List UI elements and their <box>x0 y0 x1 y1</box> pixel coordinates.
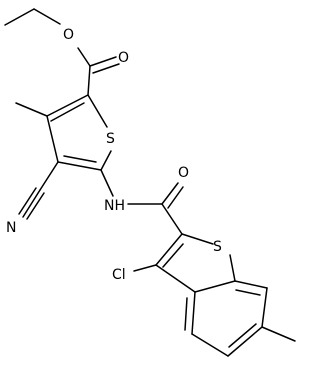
bond-amide-c-ring <box>161 203 183 235</box>
bond-cn-triple-2 <box>18 187 37 215</box>
bond-c2-c3-inner <box>50 102 85 122</box>
bond-c3-c4 <box>46 115 59 163</box>
atom-benzothiophene-s: S <box>213 239 222 255</box>
bond-c2-c3 <box>46 94 89 117</box>
bond-c5-c6 <box>227 326 263 357</box>
bond-c4-c5 <box>57 161 102 171</box>
bond-s-c2 <box>87 94 108 128</box>
bond-methyl <box>15 102 48 117</box>
atom-amide-nh: NH <box>104 198 125 214</box>
bond-c4-c5-benz <box>191 333 229 357</box>
bond-aryl-methyl <box>261 326 296 342</box>
molecule-drawing: O O S N NH O S Cl <box>4 8 296 357</box>
bond-carbonyl-c-o-double-1 <box>89 56 117 67</box>
bond-bt-c2-c3-inner <box>162 243 184 268</box>
bond-bt-c3-c3a <box>155 264 196 293</box>
bond-ether-o-carbonyl-c <box>77 47 91 67</box>
atom-nitrile-n: N <box>6 220 16 236</box>
bond-c6-c7 <box>261 287 268 328</box>
structure-diagram: O O S N NH O S Cl <box>4 8 296 357</box>
bond-bt-s-c7a <box>229 254 236 282</box>
bond-amide-co-2 <box>167 186 184 209</box>
bond-c3-cl <box>133 264 157 272</box>
bond-cn-triple-1 <box>22 189 41 218</box>
atom-ester-o-carbonyl: O <box>118 50 129 66</box>
bond-bt-c2-c3 <box>155 233 183 266</box>
bond-carbonyl-c-o-double-2 <box>92 63 120 74</box>
bond-c5-nh <box>100 169 114 197</box>
bond-c4-c5-inner <box>63 155 97 163</box>
atom-thiophene-s: S <box>106 131 115 147</box>
atom-chloro: Cl <box>112 267 126 283</box>
bond-bt-c2-s <box>181 233 214 245</box>
bond-c7-c7a-inner <box>235 289 261 296</box>
bond-c5-c6-inner <box>228 323 257 348</box>
bond-amide-co-1 <box>161 182 179 205</box>
bond-carbonyl-c-ring <box>87 65 91 96</box>
bond-c7-c7a <box>234 280 268 289</box>
bond-ethyl-ch3-ch2 <box>4 8 35 26</box>
bond-c3a-c4-inner <box>184 297 188 331</box>
atom-ester-o-ether: O <box>63 27 74 43</box>
bond-c4-cn <box>39 161 59 191</box>
bond-bt-c3a-c7a <box>194 280 236 293</box>
atom-amide-o: O <box>178 165 189 181</box>
bond-c3a-c4 <box>191 291 196 335</box>
bond-cn-triple-3 <box>26 192 45 220</box>
bond-ethyl-ch2-o <box>33 8 61 25</box>
bond-c5-s <box>100 150 112 171</box>
